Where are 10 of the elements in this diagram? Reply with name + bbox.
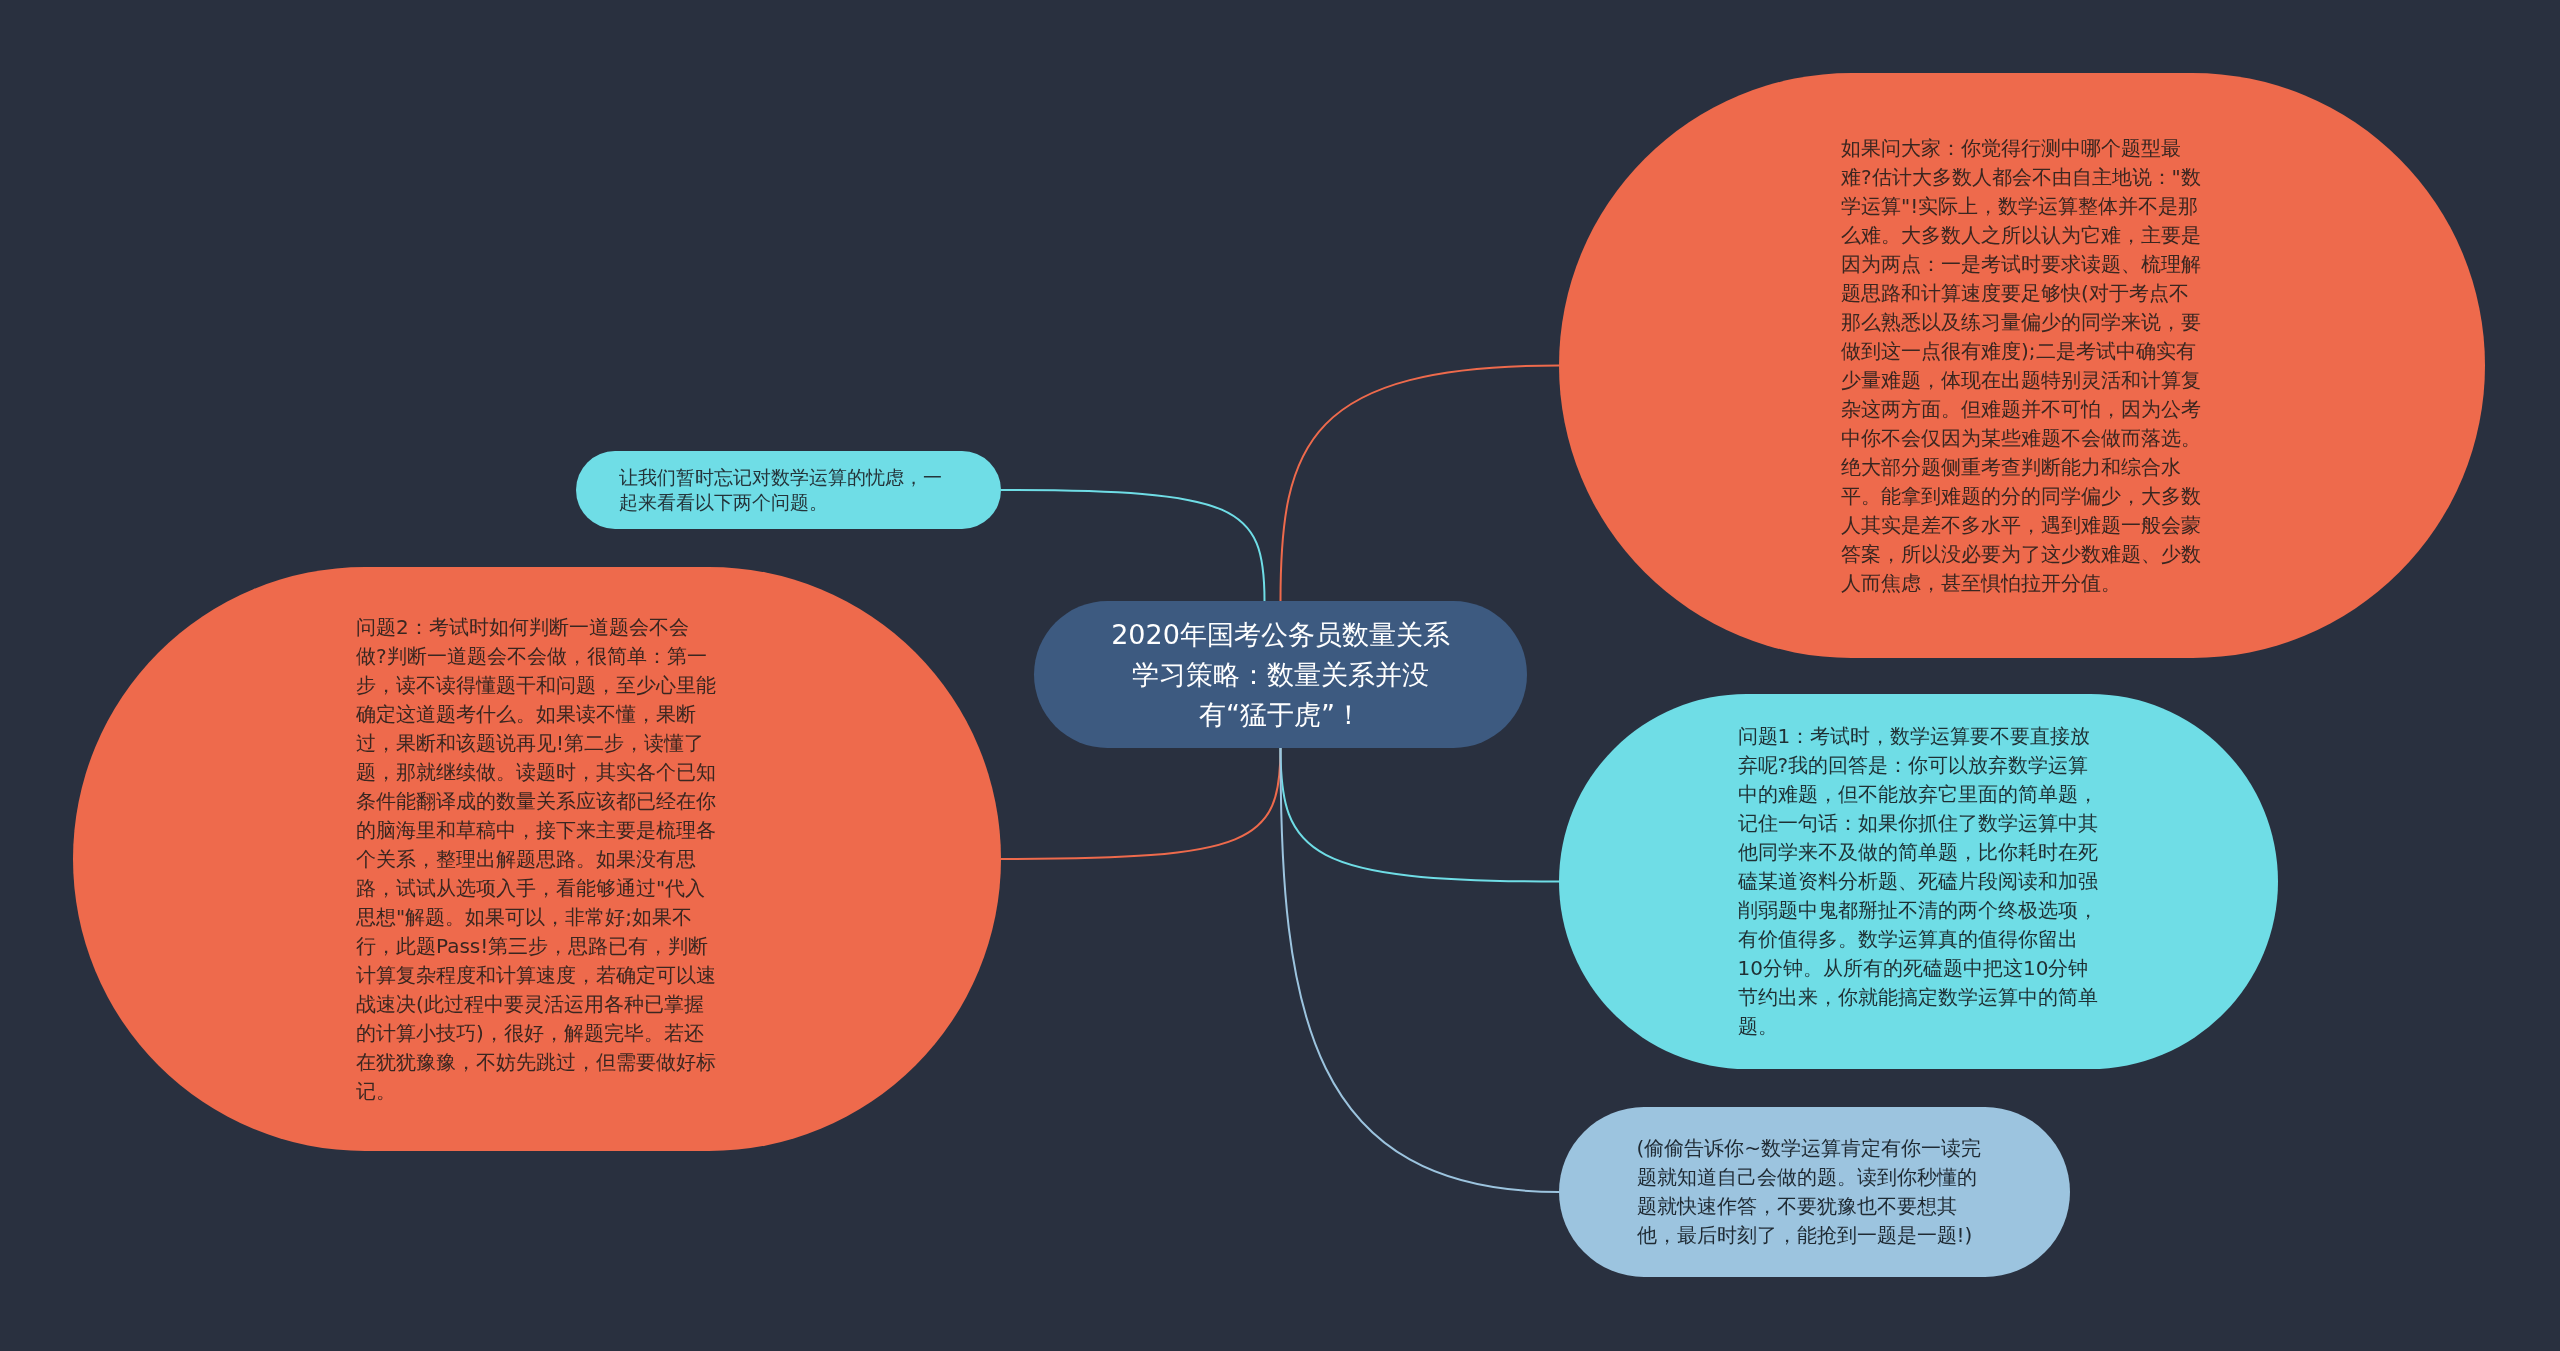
topic-text: 让我们暂时忘记对数学运算的忧虑，一起来看看以下两个问题。 (618, 465, 943, 515)
topic-text: 问题2：考试时如何判断一道题会不会做?判断一道题会不会做，很简单：第一步，读不读得懂题干和问题，至少心里能确定这道题考什么。如果读不懂，果断过，果断和该题说再见!第二步，读懂了题，那就继续做。读题时，其实各个已知条件能翻译成的数量关系应该都已经在你的脑海里和草稿中，接下来主要是梳理各个关系，整理出解题思路。如果没有思路，试试从选项入手，看能够通过"代入思想"解题。如果可以，非常好;如果不行，此题Pass!第三步，思路已有，判断计算复杂程度和计算速度，若确定可以速战速决(此过程中要灵活运用各种已掌握的计算小技巧)，很好，解题完毕。若还在犹犹豫豫，不妨先跳过，但需要做好标记。 (356, 613, 717, 1105)
connector-line (1000, 747, 1282, 860)
connector-line (1279, 364, 1560, 602)
connector-line (1000, 489, 1266, 602)
topic-text: 问题1：考试时，数学运算要不要直接放弃呢?我的回答是：你可以放弃数学运算中的难题，但不能放弃它里面的简单题，记住一句话：如果你抓住了数学运算中其他同学来不及做的简单题，比你耗时在死磕某道资料分析题、死磕片段阅读和加强削弱题中鬼都掰扯不清的两个终极选项，有价值得多。数学运算真的值得你留出10分钟。从所有的死磕题中把这10分钟节约出来，你就能搞定数学运算中的简单题。 (1737, 723, 2099, 1040)
connector-line (1279, 747, 1560, 1193)
topic-text: 2020年国考公务员数量关系学习策略：数量关系并没有“猛于虎”！ (1110, 617, 1451, 732)
topic-text: 如果问大家：你觉得行测中哪个题型最难?估计大多数人都会不由自主地说："数学运算"!实际上，数学运算整体并不是那么难。大多数人之所以认为它难，主要是因为两点：一是考试时要求读题、梳理解题思路和计算速度要足够快(对于考点不那么熟悉以及练习量偏少的同学来说，要做到这一点很有难度);二是考试中确实有少量难题，体现在出题特别灵活和计算复杂这两方面。但难题并不可怕，因为公考中你不会仅因为某些难题不会做而落选。绝大部分题侧重考查判断能力和综合水平。能拿到难题的分的同学偏少，大多数人其实是差不多水平，遇到难题一般会蒙答案，所以没必要为了这少数难题、少数人而焦虑，甚至惧怕拉开分值。 (1841, 134, 2202, 597)
topic-text: (偷偷告诉你~数学运算肯定有你一读完题就知道自己会做的题。读到你秒懂的题就快速作答，不要犹豫也不要想其他，最后时刻了，能抢到一题是一题!) (1636, 1135, 1983, 1249)
